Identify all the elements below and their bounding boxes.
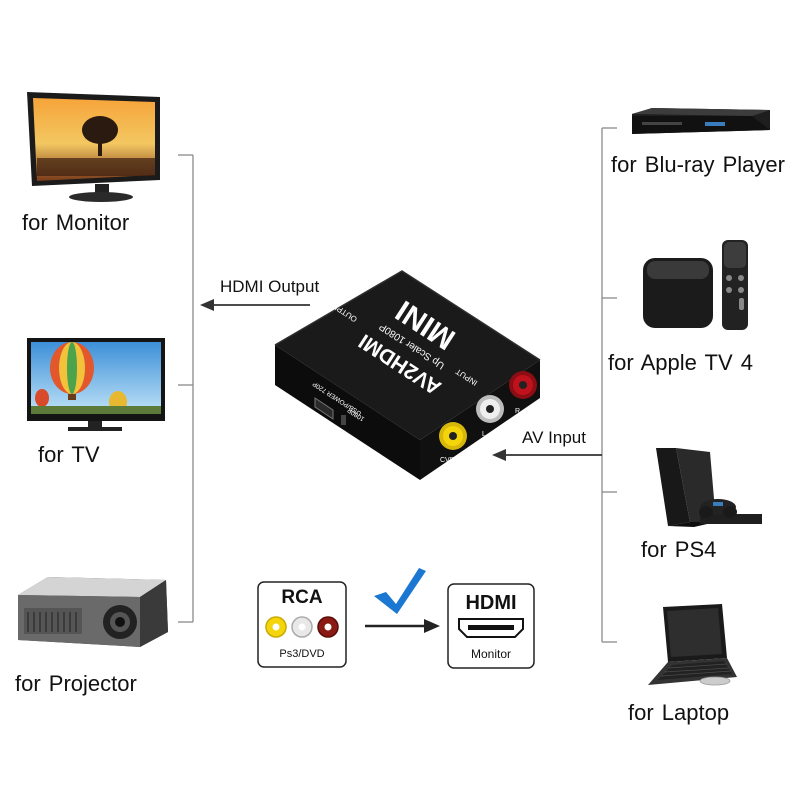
tv-icon xyxy=(27,338,165,431)
hdmi-title: HDMI xyxy=(465,592,516,614)
label-laptop: for Laptop xyxy=(628,700,730,725)
hdmi-port-icon xyxy=(458,618,524,638)
label-tv: for TV xyxy=(38,442,100,467)
label-bluray: for Blu-ray Player xyxy=(611,152,785,177)
rca-red-connector xyxy=(317,616,339,638)
conversion-arrow xyxy=(365,619,440,633)
hdmi-output-arrow xyxy=(200,299,310,311)
resolution-switch[interactable] xyxy=(341,415,346,425)
label-apple-tv: for Apple TV 4 xyxy=(608,350,754,375)
device-r-text: R xyxy=(515,408,520,415)
hdmi-output-label: HDMI Output xyxy=(220,277,320,296)
rca-subtitle: Ps3/DVD xyxy=(279,648,324,660)
rca-box: RCA Ps3/DVD xyxy=(257,581,347,668)
usb-port[interactable] xyxy=(314,397,334,420)
av-input-label: AV Input xyxy=(522,428,586,447)
laptop-icon xyxy=(648,604,737,686)
monitor-icon xyxy=(27,92,160,202)
rca-white-connector xyxy=(291,616,313,638)
hdmi-box: HDMI Monitor xyxy=(447,583,535,669)
label-ps4: for PS4 xyxy=(641,537,717,562)
rca-jack-cvbs[interactable] xyxy=(439,422,467,450)
label-projector: for Projector xyxy=(15,671,137,696)
output-bracket xyxy=(178,154,194,623)
hdmi-subtitle: Monitor xyxy=(471,647,511,661)
av2hdmi-converter: AV2HDMI Up Scaler 1080P MINI OUTPUT INPU… xyxy=(274,270,541,480)
av-input-arrow xyxy=(492,449,602,461)
rca-yellow-connector xyxy=(265,616,287,638)
checkmark-icon xyxy=(374,568,426,614)
projector-icon xyxy=(18,577,168,647)
device-cvbs-text: CVBS xyxy=(440,457,459,464)
rca-jack-right[interactable] xyxy=(509,371,537,399)
bluray-player-icon xyxy=(632,108,770,134)
apple-tv-icon xyxy=(643,240,748,330)
rca-jack-left[interactable] xyxy=(476,395,504,423)
device-l-text: L xyxy=(482,431,486,438)
label-monitor: for Monitor xyxy=(22,210,130,235)
rca-title: RCA xyxy=(281,587,322,608)
input-bracket xyxy=(601,127,617,643)
ps4-icon xyxy=(656,448,762,527)
